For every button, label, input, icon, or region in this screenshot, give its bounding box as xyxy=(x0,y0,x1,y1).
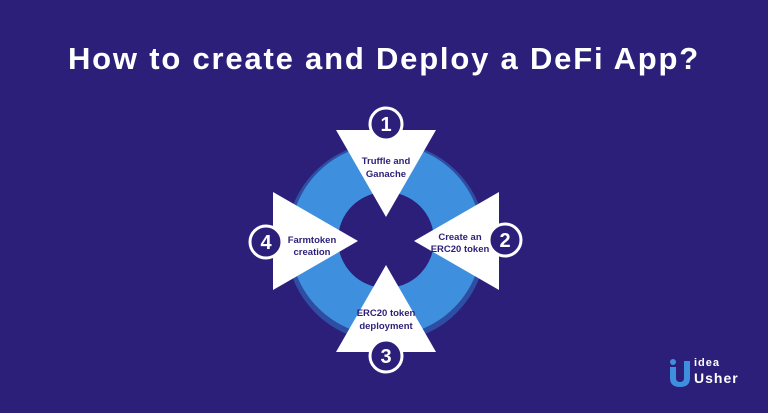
step-2-arrow: 2 Create an ERC20 token xyxy=(414,192,523,290)
step-4-number: 4 xyxy=(260,232,272,254)
step-1-arrow: 1 Truffle and Ganache xyxy=(336,106,436,217)
step-3-label-line-2: deployment xyxy=(359,321,413,332)
brand-logo: idea Usher xyxy=(668,356,744,390)
logo-text-bottom: Usher xyxy=(694,370,739,386)
step-2-badge xyxy=(487,222,523,258)
step-2-label-line-1: Create an xyxy=(438,232,481,243)
step-3-badge xyxy=(368,338,404,374)
step-3-arrow: 3 ERC20 token deployment xyxy=(336,265,436,374)
step-1-badge xyxy=(368,106,404,142)
step-1-label-line-1: Truffle and xyxy=(362,156,411,167)
page-title: How to create and Deploy a DeFi App? xyxy=(67,41,701,76)
step-3-label-line-1: ERC20 token xyxy=(357,308,416,319)
logo-text-top: idea xyxy=(694,357,721,369)
step-4-badge xyxy=(248,224,284,260)
step-4-label-line-1: Farmtoken xyxy=(288,235,337,246)
step-2-label-line-2: ERC20 token xyxy=(431,244,490,255)
step-4-arrow: 4 Farmtoken creation xyxy=(248,192,358,290)
step-3-number: 3 xyxy=(380,346,391,368)
step-4-label-line-2: creation xyxy=(294,247,331,258)
ideausher-logo-mark-icon xyxy=(670,359,690,387)
step-2-number: 2 xyxy=(499,230,510,252)
step-1-number: 1 xyxy=(380,114,391,136)
step-1-label-line-2: Ganache xyxy=(366,169,406,180)
